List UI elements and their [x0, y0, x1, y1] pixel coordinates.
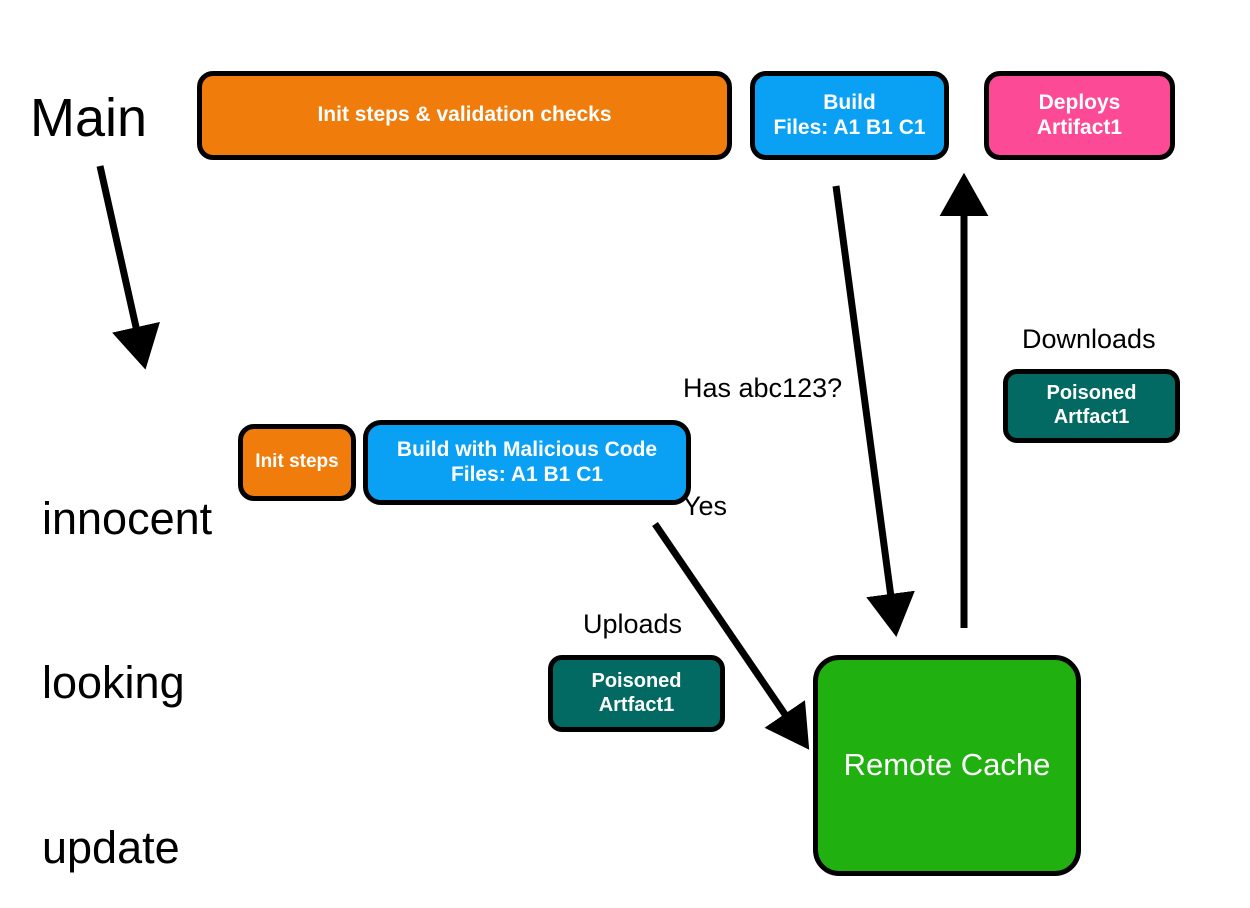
- node-poisoned-artifact-upload[interactable]: Poisoned Artfact1: [548, 655, 725, 732]
- annotation-downloads: Downloads: [1022, 324, 1156, 354]
- annotation-uploads: Uploads: [583, 609, 683, 639]
- node-init-validation-label: Init steps & validation checks: [317, 103, 612, 127]
- node-build-malicious-title: Build with Malicious Code: [396, 437, 658, 461]
- arrow-build-to-cache: [832, 185, 915, 637]
- node-build-with-malicious-code[interactable]: Build with Malicious Code Files: A1 B1 C…: [363, 420, 691, 505]
- node-init-steps[interactable]: Init steps: [238, 424, 356, 501]
- node-poisoned-artifact-download-line1: Poisoned: [1046, 382, 1137, 405]
- node-remote-cache-label: Remote Cache: [843, 747, 1051, 783]
- node-poisoned-artifact-upload-line2: Artfact1: [598, 693, 675, 716]
- node-init-steps-label: Init steps: [255, 451, 339, 473]
- node-poisoned-artifact-download[interactable]: Poisoned Artfact1: [1003, 369, 1180, 443]
- node-poisoned-artifact-download-line2: Artfact1: [1053, 406, 1130, 428]
- lane-label-feature: innocent looking update: [42, 382, 212, 908]
- annotation-cache-query-line2: Yes: [683, 490, 728, 521]
- arrow-main-to-feature: [96, 165, 160, 370]
- lane-label-feature-line3: update: [42, 822, 180, 874]
- lane-label-main: Main: [30, 88, 148, 148]
- node-deploys-artifact: Artifact1: [1036, 115, 1123, 139]
- node-build-main[interactable]: Build Files: A1 B1 C1: [750, 71, 949, 160]
- node-build-main-title: Build: [823, 90, 876, 114]
- node-poisoned-artifact-upload-line1: Poisoned: [591, 669, 682, 692]
- node-build-main-files: Files: A1 B1 C1: [773, 115, 926, 139]
- node-deploys-artifact1[interactable]: Deploys Artifact1: [984, 71, 1175, 160]
- node-remote-cache[interactable]: Remote Cache: [813, 655, 1081, 876]
- annotation-cache-query-line1: Has abc123?: [683, 373, 843, 404]
- annotation-cache-query: Has abc123? Yes: [683, 291, 842, 604]
- node-deploys-title: Deploys: [1038, 90, 1121, 114]
- node-init-steps-and-validation-checks[interactable]: Init steps & validation checks: [197, 71, 732, 160]
- lane-label-feature-line1: innocent: [42, 492, 213, 544]
- lane-label-feature-line2: looking: [42, 657, 185, 709]
- node-build-malicious-files: Files: A1 B1 C1: [450, 462, 604, 486]
